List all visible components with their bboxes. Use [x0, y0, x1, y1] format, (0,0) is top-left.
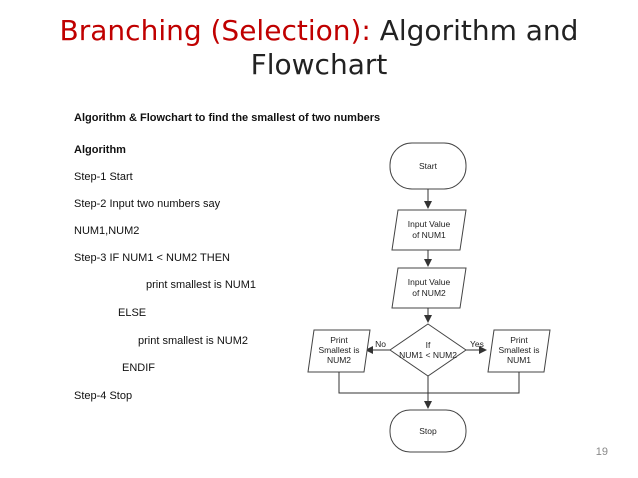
algorithm-step: ENDIF	[122, 362, 155, 374]
algorithm-step: Step-2 Input two numbers say	[74, 198, 221, 210]
algorithm-step: print smallest is NUM2	[138, 335, 249, 347]
algorithm-step: Step-3 IF NUM1 < NUM2 THEN	[74, 252, 230, 264]
no-label: No	[375, 339, 386, 349]
stop-terminal: Stop	[389, 409, 467, 453]
print-left-line3: NUM2	[327, 355, 351, 365]
print-left-line1: Print	[330, 335, 348, 345]
input1-line1: Input Value	[408, 219, 451, 229]
print-right-line2: Smallest is	[498, 345, 539, 355]
start-label: Start	[419, 161, 438, 171]
page-number: 19	[595, 446, 608, 458]
print-right-line3: NUM1	[507, 355, 531, 365]
input-num2-box: Input Value of NUM2	[391, 267, 467, 309]
print-num1-box: Print Smallest is NUM1	[487, 329, 551, 373]
algorithm-step: Step-1 Start	[74, 171, 133, 183]
input1-line2: of NUM1	[412, 230, 446, 240]
slide-title: Branching (Selection): Algorithm and Flo…	[0, 14, 638, 82]
algorithm-step: print smallest is NUM1	[146, 279, 257, 291]
decision-line1: If	[426, 340, 431, 350]
print-num2-box: Print Smallest is NUM2	[307, 329, 371, 373]
start-terminal: Start	[389, 142, 467, 190]
algorithm-step: NUM1,NUM2	[74, 225, 140, 237]
title-rest: Algorithm and	[370, 14, 579, 47]
title-line2: Flowchart	[250, 48, 388, 81]
algorithm-step: Step-4 Stop	[74, 390, 133, 402]
print-right-line1: Print	[510, 335, 528, 345]
algorithm-label: Algorithm	[74, 144, 126, 156]
algorithm-step: ELSE	[118, 307, 147, 319]
input2-line2: of NUM2	[412, 288, 446, 298]
decision-line2: NUM1 < NUM2	[399, 350, 457, 360]
merge-connector	[338, 372, 520, 394]
print-left-line2: Smallest is	[318, 345, 359, 355]
input-num1-box: Input Value of NUM1	[391, 209, 467, 251]
input2-line1: Input Value	[408, 277, 451, 287]
algorithm-heading: Algorithm & Flowchart to find the smalle…	[74, 112, 381, 124]
stop-label: Stop	[419, 426, 437, 436]
title-accent: Branching (Selection):	[59, 14, 371, 47]
decision-diamond: If NUM1 < NUM2	[389, 323, 467, 377]
yes-label: Yes	[470, 339, 484, 349]
